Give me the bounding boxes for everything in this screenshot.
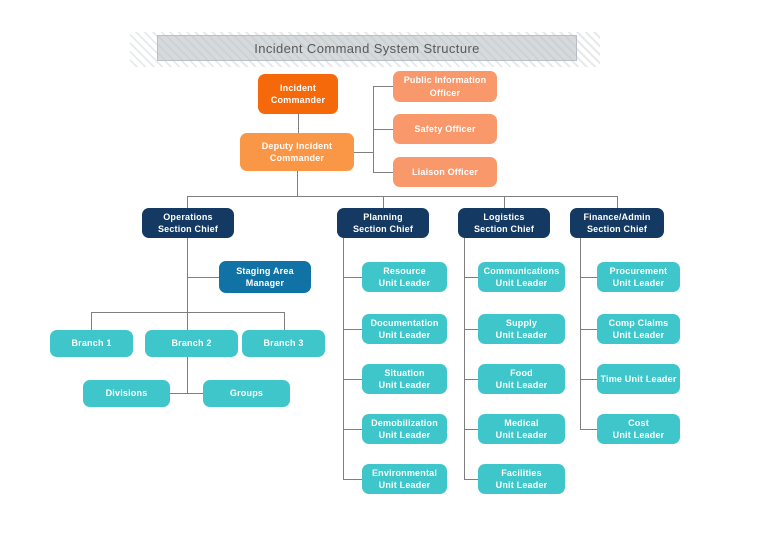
connector-line (580, 238, 581, 430)
connector-line (464, 329, 478, 330)
connector-line (343, 429, 362, 430)
connector-line (343, 479, 362, 480)
node-groups: Groups (203, 380, 290, 407)
connector-line (187, 196, 188, 208)
connector-line (91, 312, 92, 330)
node-communications-unit-leader: Communications Unit Leader (478, 262, 565, 292)
node-liaison-officer: Liaison Officer (393, 157, 497, 187)
connector-line (343, 329, 362, 330)
node-branch-2: Branch 2 (145, 330, 238, 357)
connector-line (170, 393, 203, 394)
connector-line (187, 357, 188, 394)
node-resource-unit-leader: Resource Unit Leader (362, 262, 447, 292)
connector-line (464, 379, 478, 380)
connector-line (373, 172, 393, 173)
node-safety-officer: Safety Officer (393, 114, 497, 144)
node-operations-section-chief: Operations Section Chief (142, 208, 234, 238)
connector-line (91, 312, 285, 313)
node-cost-unit-leader: Cost Unit Leader (597, 414, 680, 444)
node-facilities-unit-leader: Facilities Unit Leader (478, 464, 565, 494)
connector-line (464, 479, 478, 480)
connector-line (373, 129, 393, 130)
connector-line (343, 277, 362, 278)
connector-line (373, 86, 393, 87)
node-branch-1: Branch 1 (50, 330, 133, 357)
connector-line (617, 196, 618, 208)
node-finance-admin-section-chief: Finance/Admin Section Chief (570, 208, 664, 238)
connector-line (354, 152, 374, 153)
connector-line (580, 277, 597, 278)
connector-line (187, 238, 188, 330)
node-demobilization-unit-leader: Demobilization Unit Leader (362, 414, 447, 444)
connector-line (298, 114, 299, 134)
node-incident-commander: Incident Commander (258, 74, 338, 114)
connector-line (580, 329, 597, 330)
node-food-unit-leader: Food Unit Leader (478, 364, 565, 394)
node-divisions: Divisions (83, 380, 170, 407)
connector-line (464, 238, 465, 480)
connector-line (343, 238, 344, 480)
node-staging-area-manager: Staging Area Manager (219, 261, 311, 293)
node-situation-unit-leader: Situation Unit Leader (362, 364, 447, 394)
connector-line (504, 196, 505, 208)
connector-line (187, 277, 219, 278)
node-medical-unit-leader: Medical Unit Leader (478, 414, 565, 444)
connector-line (343, 379, 362, 380)
node-planning-section-chief: Planning Section Chief (337, 208, 429, 238)
node-procurement-unit-leader: Procurement Unit Leader (597, 262, 680, 292)
node-public-information-officer: Public Information Officer (393, 71, 497, 102)
chart-title-box: Incident Command System Structure (157, 35, 577, 61)
node-supply-unit-leader: Supply Unit Leader (478, 314, 565, 344)
connector-line (284, 312, 285, 330)
connector-line (464, 429, 478, 430)
connector-line (383, 196, 384, 208)
node-comp-claims-unit-leader: Comp Claims Unit Leader (597, 314, 680, 344)
chart-title: Incident Command System Structure (254, 40, 480, 56)
connector-line (297, 171, 298, 197)
connector-line (580, 429, 597, 430)
node-deputy-incident-commander: Deputy Incident Commander (240, 133, 354, 171)
node-documentation-unit-leader: Documentation Unit Leader (362, 314, 447, 344)
connector-line (187, 196, 618, 197)
connector-line (464, 277, 478, 278)
node-logistics-section-chief: Logistics Section Chief (458, 208, 550, 238)
node-branch-3: Branch 3 (242, 330, 325, 357)
node-environmental-unit-leader: Environmental Unit Leader (362, 464, 447, 494)
connector-line (580, 379, 597, 380)
node-time-unit-leader: Time Unit Leader (597, 364, 680, 394)
